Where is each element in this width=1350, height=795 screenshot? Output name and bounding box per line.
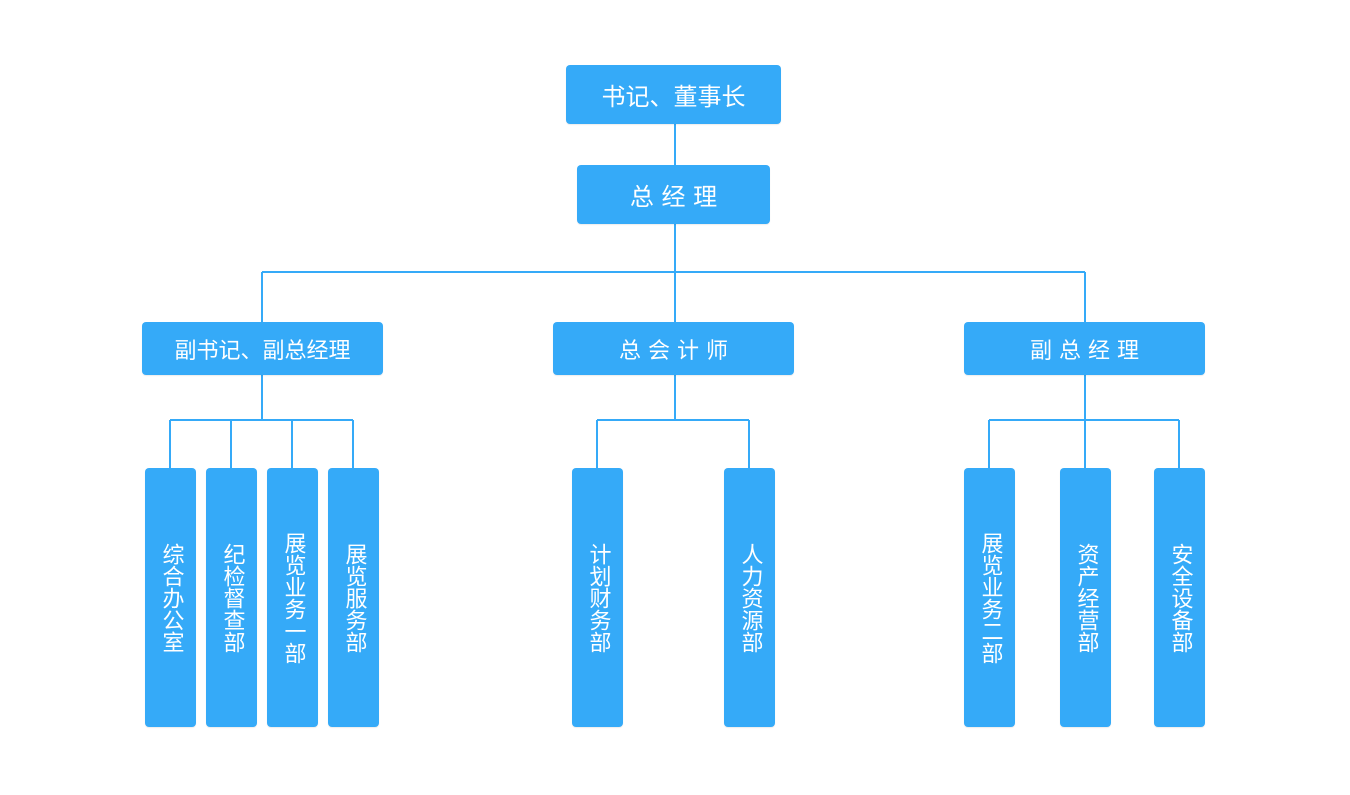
dept-exhibition-business-1-label: 展览业务一部: [280, 531, 306, 664]
node-deputy-general-manager: 副 总 经 理: [964, 322, 1205, 375]
dept-human-resources: 人力资源部: [724, 468, 775, 727]
dept-exhibition-business-2: 展览业务二部: [964, 468, 1015, 727]
dept-exhibition-services-label: 展览服务部: [341, 542, 367, 653]
node-general-manager-label: 总 经 理: [629, 183, 718, 211]
node-chief-accountant-label: 总 会 计 师: [619, 338, 728, 364]
node-deputy-party-secretary: 副书记、副总经理: [142, 322, 383, 375]
dept-general-office-label: 综合办公室: [158, 542, 184, 653]
dept-exhibition-services: 展览服务部: [328, 468, 379, 727]
dept-human-resources-label: 人力资源部: [737, 542, 763, 653]
node-chairman: 书记、董事长: [566, 65, 781, 124]
dept-general-office: 综合办公室: [145, 468, 196, 727]
dept-asset-management-label: 资产经营部: [1073, 542, 1099, 653]
node-chief-accountant: 总 会 计 师: [553, 322, 794, 375]
dept-safety-equipment-label: 安全设备部: [1167, 542, 1193, 653]
node-general-manager: 总 经 理: [577, 165, 770, 224]
dept-planning-finance-label: 计划财务部: [585, 542, 611, 653]
dept-exhibition-business-1: 展览业务一部: [267, 468, 318, 727]
dept-discipline-inspection: 纪检督查部: [206, 468, 257, 727]
dept-discipline-inspection-label: 纪检督查部: [219, 542, 245, 653]
dept-asset-management: 资产经营部: [1060, 468, 1111, 727]
node-chairman-label: 书记、董事长: [601, 83, 746, 111]
dept-planning-finance: 计划财务部: [572, 468, 623, 727]
dept-safety-equipment: 安全设备部: [1154, 468, 1205, 727]
node-deputy-general-manager-label: 副 总 经 理: [1030, 338, 1139, 364]
dept-exhibition-business-2-label: 展览业务二部: [977, 531, 1003, 664]
node-deputy-party-secretary-label: 副书记、副总经理: [174, 338, 351, 364]
